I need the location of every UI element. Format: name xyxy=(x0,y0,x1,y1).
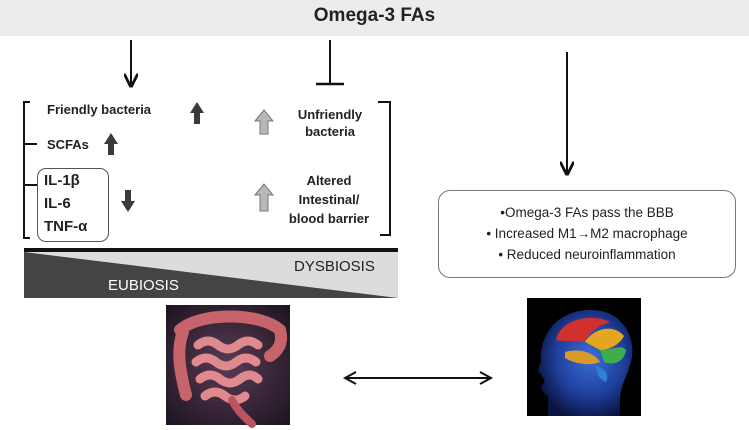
barrier-line-3: blood barrier xyxy=(288,211,370,226)
tnfa-label: TNF-α xyxy=(44,218,88,235)
scfas-label: SCFAs xyxy=(47,137,89,152)
il6-label: IL-6 xyxy=(44,195,71,212)
eubiosis-dysbiosis-balance xyxy=(24,248,398,298)
bbb-effects-box: •Omega-3 FAs pass the BBB • Increased M1… xyxy=(438,190,736,278)
intestine-image xyxy=(166,305,290,428)
gut-brain-double-arrow xyxy=(342,371,494,385)
right-bracket xyxy=(378,101,391,236)
inhibit-arrow xyxy=(316,40,344,86)
barrier-line-1: Altered xyxy=(306,173,352,188)
cytokine-box: IL-1β IL-6 TNF-α xyxy=(37,168,109,242)
header-band xyxy=(0,0,749,36)
barrier-label: Altered Intestinal/ blood barrier xyxy=(279,171,379,228)
brain-image xyxy=(527,298,641,416)
il1b-label: IL-1β xyxy=(44,172,80,189)
up-arrow-scfas xyxy=(104,133,118,155)
down-arrow-cytokines xyxy=(121,190,135,212)
unfriendly-bacteria-label: Unfriendly bacteria xyxy=(284,106,376,140)
up-arrow-barrier xyxy=(253,183,275,212)
neuroinflammation-line: • Reduced neuroinflammation xyxy=(498,247,676,262)
left-bracket xyxy=(23,101,37,239)
barrier-line-2: Intestinal/ xyxy=(298,192,360,207)
macrophage-line: • Increased M1→M2 macrophage xyxy=(486,226,688,241)
up-arrow-unfriendly xyxy=(253,109,275,135)
dysbiosis-label: DYSBIOSIS xyxy=(294,258,375,275)
bbb-line: •Omega-3 FAs pass the BBB xyxy=(500,205,674,220)
unfriendly-line-2: bacteria xyxy=(305,124,355,139)
eubiosis-label: EUBIOSIS xyxy=(108,277,179,294)
friendly-bacteria-label: Friendly bacteria xyxy=(47,102,152,117)
page-title: Omega-3 FAs xyxy=(313,5,436,26)
unfriendly-line-1: Unfriendly xyxy=(297,107,363,122)
up-arrow-friendly xyxy=(190,102,204,124)
